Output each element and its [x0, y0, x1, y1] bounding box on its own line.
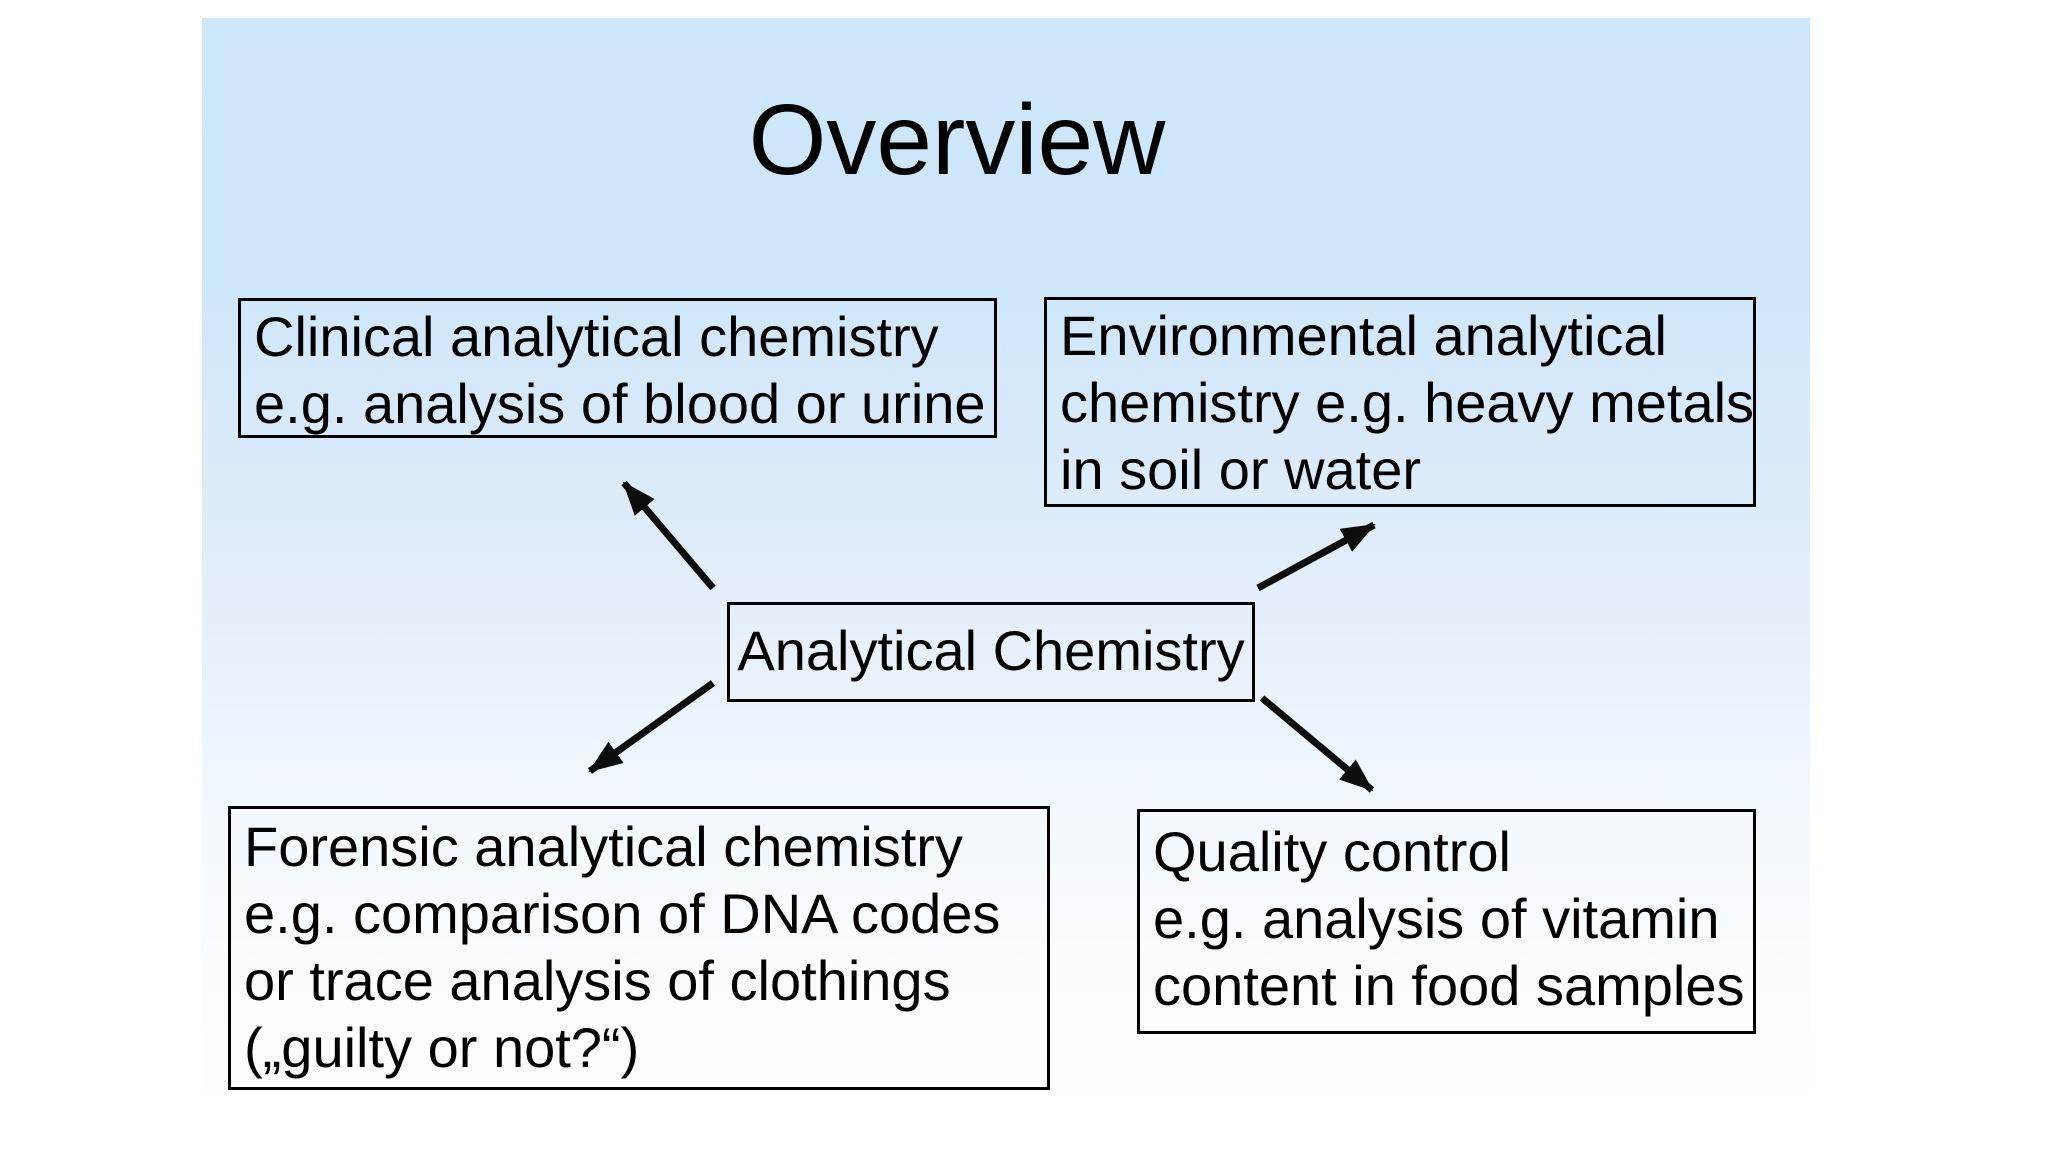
- clinical-chemistry-box: Clinical analytical chemistry e.g. analy…: [238, 298, 997, 438]
- slide-title: Overview: [748, 84, 1166, 196]
- clinical-line-1: Clinical analytical chemistry: [254, 305, 939, 368]
- arrow-to-forensic: [587, 680, 716, 774]
- arrow-to-quality: [1259, 695, 1375, 793]
- quality-line-3: content in food samples: [1153, 954, 1745, 1017]
- environmental-chemistry-box: Environmental analytical chemistry e.g. …: [1044, 297, 1756, 507]
- forensic-chemistry-box: Forensic analytical chemistry e.g. compa…: [228, 806, 1050, 1090]
- quality-control-box: Quality control e.g. analysis of vitamin…: [1137, 809, 1756, 1034]
- analytical-chemistry-label: Analytical Chemistry: [737, 619, 1245, 682]
- arrow-to-clinical: [621, 480, 716, 591]
- quality-line-1: Quality control: [1153, 820, 1511, 883]
- forensic-line-4: („guilty or not?“): [244, 1016, 640, 1079]
- environmental-line-3: in soil or water: [1060, 438, 1422, 501]
- slide-canvas: Overview Clinical analytical chemistry e…: [202, 18, 1810, 1118]
- quality-line-2: e.g. analysis of vitamin: [1153, 887, 1720, 950]
- arrow-to-environmental: [1256, 521, 1376, 592]
- environmental-line-2: chemistry e.g. heavy metals: [1060, 371, 1755, 434]
- clinical-line-2: e.g. analysis of blood or urine: [254, 372, 986, 435]
- forensic-line-1: Forensic analytical chemistry: [244, 815, 963, 878]
- forensic-line-3: or trace analysis of clothings: [244, 949, 951, 1012]
- analytical-chemistry-hub-box: Analytical Chemistry: [727, 602, 1255, 702]
- environmental-line-1: Environmental analytical: [1060, 304, 1667, 367]
- forensic-line-2: e.g. comparison of DNA codes: [244, 882, 1001, 945]
